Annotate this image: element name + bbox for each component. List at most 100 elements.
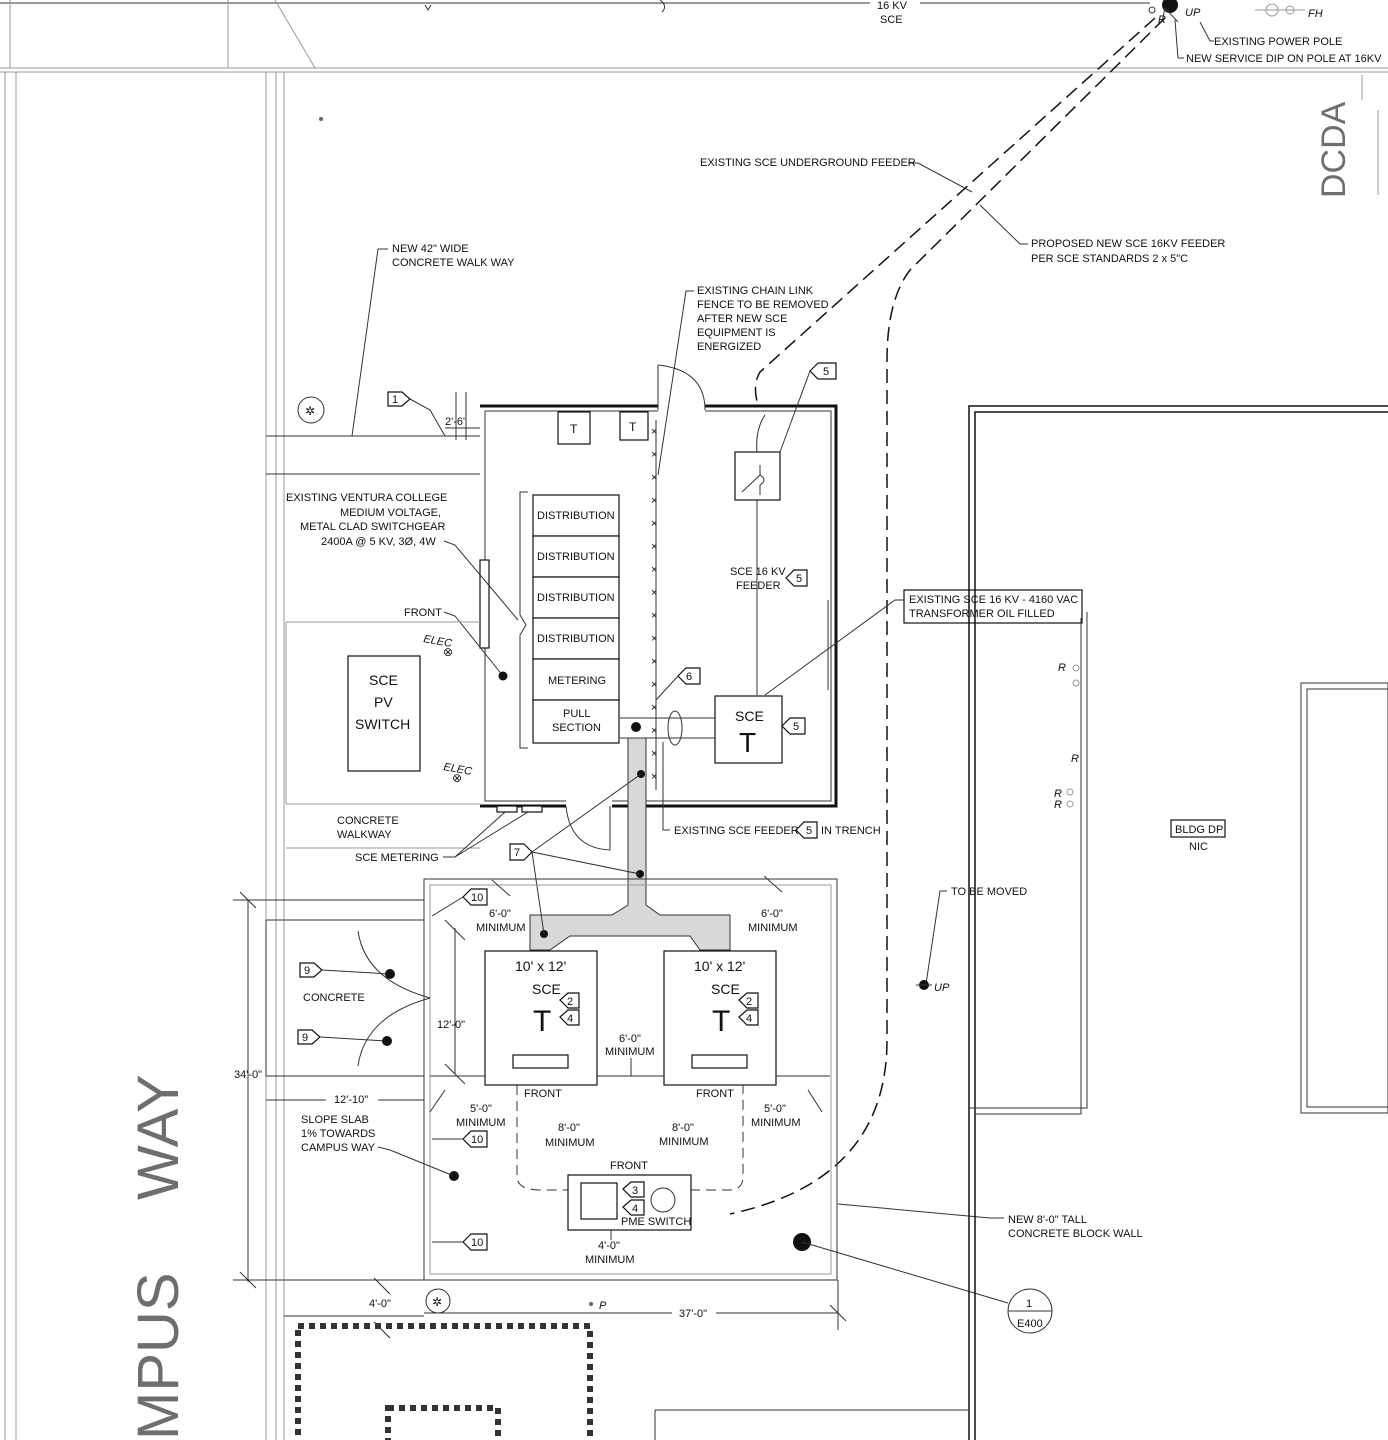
existing-feeder-trench-note-a: EXISTING SCE FEEDER — [674, 825, 799, 837]
tag-3: 3 — [622, 1181, 645, 1198]
tag-5-b: 5 — [785, 569, 808, 587]
dim-min-d: MINIMUM — [456, 1117, 506, 1129]
existing-sce-transformer: SCE T — [714, 695, 783, 764]
svg-text:R: R — [1054, 799, 1062, 811]
walkway-note-2: CONCRETE WALK WAY — [392, 257, 515, 269]
dim-min-e: MINIMUM — [751, 1117, 801, 1129]
fence-note-5: ENERGIZED — [697, 341, 761, 353]
slope-note-2: 1% TOWARDS — [301, 1128, 375, 1140]
switchgear-note-3: METAL CLAD SWITCHGEAR — [300, 521, 446, 533]
dim-4-0-b: 4'-0" — [369, 1298, 391, 1310]
walkway — [266, 435, 480, 475]
svg-text:T: T — [739, 727, 756, 758]
tag-2-a: 2 — [559, 992, 580, 1009]
dim-12-0: 12'-0" — [437, 1019, 465, 1031]
svg-text:T: T — [629, 420, 637, 434]
top-street-lines — [0, 0, 1388, 73]
concrete-walkway-note-1: CONCRETE — [337, 815, 399, 827]
tag-9-b: 9 — [297, 1029, 321, 1045]
svg-text:10' x 12': 10' x 12' — [694, 958, 745, 974]
tag-7: 7 — [509, 843, 533, 861]
front-label-t1: FRONT — [524, 1088, 562, 1100]
street-name-campus: MPUS — [126, 1272, 191, 1440]
dim-8-0-b: 8'-0" — [672, 1122, 694, 1134]
xfmr-note-box: EXISTING SCE 16 KV - 4160 VAC TRANSFORME… — [903, 589, 1083, 624]
existing-power-pole-note: EXISTING POWER POLE — [1214, 36, 1342, 48]
svg-text:10: 10 — [471, 892, 483, 904]
left-street-edges — [4, 72, 285, 1440]
switchgear-section — [532, 699, 620, 744]
svg-text:DISTRIBUTION: DISTRIBUTION — [537, 510, 615, 522]
tag-4-b: 4 — [738, 1009, 759, 1026]
sce-top-label: SCE — [880, 14, 903, 26]
svg-text:SCE: SCE — [735, 708, 764, 724]
tag-10-a: 10 — [462, 888, 488, 906]
dim-6-0-c: 6'-0" — [619, 1033, 641, 1045]
svg-text:SCE: SCE — [711, 981, 740, 997]
proposed-feeder-note-1: PROPOSED NEW SCE 16KV FEEDER — [1031, 238, 1225, 250]
fence-x-mark: × — [651, 495, 657, 507]
street-name-way: WAY — [126, 1074, 191, 1200]
tag-5-d: 5 — [795, 821, 818, 839]
switchgear-note-4: 2400A @ 5 KV, 3Ø, 4W — [321, 536, 436, 548]
switchgear-lineup: DISTRIBUTION DISTRIBUTION DISTRIBUTION D… — [532, 494, 620, 744]
concrete-walkway-note-2: WALKWAY — [337, 829, 392, 841]
switchgear-section — [532, 494, 620, 537]
dim-6-0-a: 6'-0" — [489, 908, 511, 920]
dim-min-h: MINIMUM — [585, 1254, 635, 1266]
block-wall-note-2: CONCRETE BLOCK WALL — [1008, 1228, 1143, 1240]
svg-text:5: 5 — [793, 721, 799, 733]
switchgear-note-2: MEDIUM VOLTAGE, — [340, 507, 441, 519]
tag-2-b: 2 — [738, 992, 759, 1009]
svg-text:METERING: METERING — [548, 675, 606, 687]
svg-text:5: 5 — [823, 366, 829, 378]
svg-text:1: 1 — [1026, 1298, 1032, 1310]
dim-34-0: 34'-0" — [234, 1069, 262, 1081]
fence-x-mark: × — [651, 748, 657, 760]
elec-outlet-icon-1: ⊗ — [443, 645, 453, 659]
top-t-box-2: T — [619, 411, 649, 441]
tag-6: 6 — [677, 667, 701, 685]
concrete-label: CONCRETE — [303, 992, 365, 1004]
svg-text:4: 4 — [567, 1013, 573, 1025]
bldg-dp-tag: BLDG DP — [1170, 819, 1226, 838]
svg-text:T: T — [712, 1005, 730, 1038]
tag-10-c: 10 — [462, 1233, 488, 1251]
conduit-trench — [529, 737, 731, 951]
svg-text:PV: PV — [374, 694, 393, 710]
dim-min-a: MINIMUM — [476, 922, 526, 934]
pv-switch-area — [285, 621, 480, 849]
svg-text:TRANSFORMER OIL FILLED: TRANSFORMER OIL FILLED — [909, 608, 1055, 620]
dim-4-0-a: 4'-0" — [598, 1240, 620, 1252]
svg-text:10: 10 — [471, 1237, 483, 1249]
existing-power-pole-icon — [1148, 0, 1179, 23]
fence-x-mark: × — [651, 656, 657, 668]
sce-metering-note: SCE METERING — [355, 852, 439, 864]
walkway-note-1: NEW 42" WIDE — [392, 243, 469, 255]
fence-note-3: AFTER NEW SCE — [697, 313, 787, 325]
fence-note-2: FENCE TO BE REMOVED — [697, 299, 829, 311]
svg-text:10' x 12': 10' x 12' — [515, 958, 566, 974]
tag-4-c: 4 — [622, 1199, 645, 1216]
light-fixture-icon: ✲ — [297, 396, 325, 424]
tag-9-a: 9 — [299, 962, 323, 978]
fence-note-4: EQUIPMENT IS — [697, 327, 776, 339]
new-sce-yard-wall — [423, 878, 838, 1281]
switchgear-note-1: EXISTING VENTURA COLLEGE — [286, 492, 447, 504]
svg-text:5: 5 — [806, 825, 812, 837]
up-label-pole: UP — [934, 982, 950, 994]
svg-text:5: 5 — [796, 573, 802, 585]
up-label-top: UP — [1185, 7, 1201, 19]
dim-min-b: MINIMUM — [748, 922, 798, 934]
svg-text:4: 4 — [632, 1203, 638, 1215]
svg-text:R: R — [1054, 788, 1062, 800]
fence-x-mark: × — [651, 679, 657, 691]
fire-hydrant-icon — [1255, 3, 1305, 17]
fence-x-mark: × — [651, 472, 657, 484]
sce-pv-switch: SCE PV SWITCH — [347, 655, 421, 772]
svg-text:R: R — [1058, 662, 1066, 674]
existing-underground-feeder-note: EXISTING SCE UNDERGROUND FEEDER — [700, 157, 916, 169]
new-sce-transformer-2: 10' x 12' SCE T — [663, 950, 777, 1086]
dim-min-c: MINIMUM — [605, 1046, 655, 1058]
dim-12-10: 12'-10" — [334, 1094, 368, 1106]
